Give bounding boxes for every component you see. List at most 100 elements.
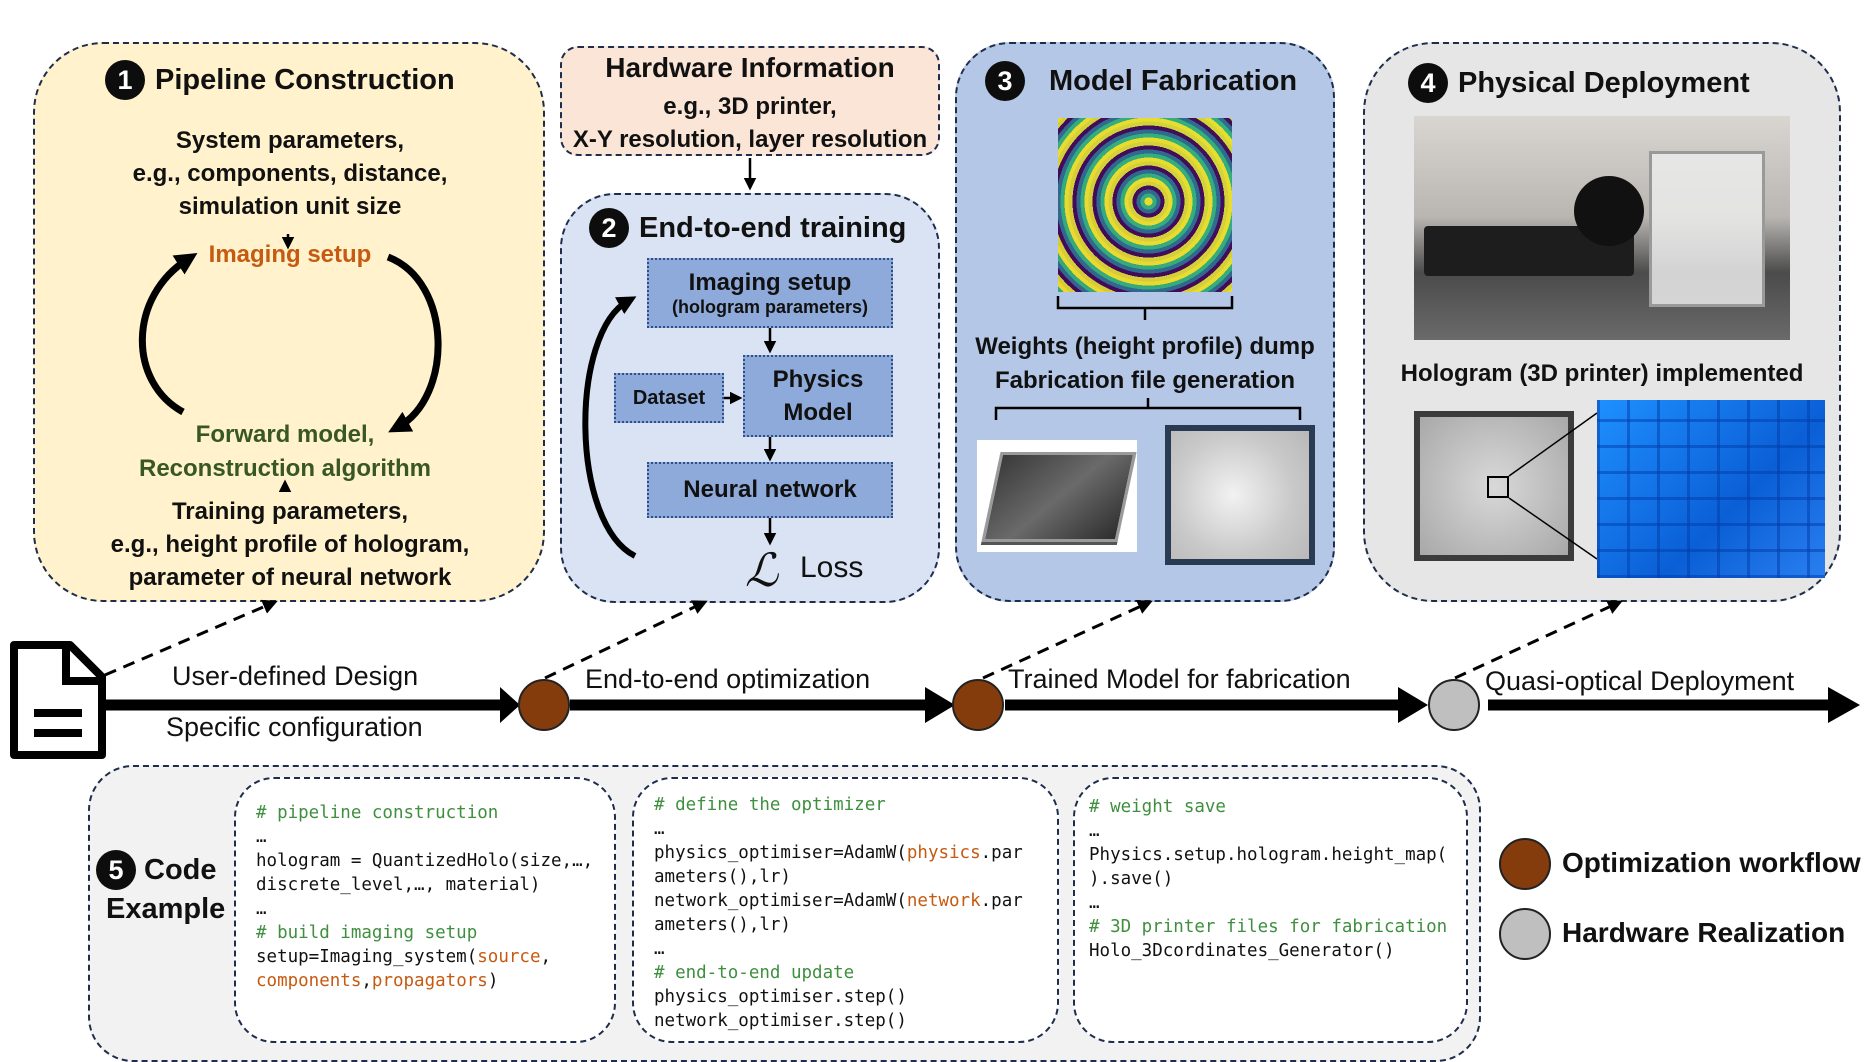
code-keyword: source — [477, 947, 541, 967]
panel2-title-text: End-to-end training — [639, 211, 907, 244]
code-keyword: network — [906, 891, 981, 911]
hologram-photo — [1414, 411, 1574, 561]
code-line: ) — [487, 971, 499, 991]
flow-arrowhead-icon — [500, 687, 520, 723]
code-line: physics_optimiser=AdamW( — [654, 843, 907, 863]
code-line: … — [1089, 893, 1100, 913]
flow-label-e2e: End-to-end optimization — [585, 664, 871, 694]
code-line: … — [256, 827, 267, 847]
sys-params-line: System parameters, — [175, 127, 405, 154]
curved-arrow-icon — [386, 253, 442, 433]
code-label-line: Example — [106, 893, 226, 925]
code-keyword: physics — [906, 843, 981, 863]
code-line: network_optimiser.step() — [654, 1011, 907, 1031]
system-parameters-text: System parameters, e.g., components, dis… — [100, 124, 480, 223]
microscope-zoom-image — [1597, 400, 1825, 578]
sys-params-line: simulation unit size — [178, 193, 402, 220]
dashed-connector — [104, 599, 278, 677]
code-block-optimizer: # define the optimizer … physics_optimis… — [632, 777, 1059, 1043]
cad-model-image — [977, 440, 1137, 552]
printed-hologram-photo — [1165, 425, 1315, 565]
code-keyword: propagators — [371, 971, 488, 991]
code-line: … — [654, 819, 665, 839]
brace-icon — [1056, 296, 1234, 320]
code-line: ).save() — [1089, 869, 1174, 889]
panel1-cycle-arrows — [138, 234, 442, 492]
flow-label-design: User-defined Design — [172, 661, 419, 691]
hardware-line: X-Y resolution, layer resolution — [572, 126, 928, 153]
code-line: … — [1089, 821, 1100, 841]
panel-pipeline-construction — [33, 42, 545, 602]
code-line: Holo_3Dcordinates_Generator() — [1089, 941, 1395, 961]
dataset-box: Dataset — [614, 373, 724, 423]
panel3-title: 3 Model Fabrication — [985, 61, 1297, 101]
code-line: … — [256, 899, 267, 919]
step-number-badge: 2 — [589, 208, 629, 248]
sys-params-line: e.g., components, distance, — [132, 160, 448, 187]
forward-model-line: Forward model, — [195, 421, 375, 448]
code-line: setup=Imaging_system( — [256, 947, 478, 967]
training-params-line: parameter of neural network — [128, 564, 452, 591]
forward-model-label: Forward model, Reconstruction algorithm — [100, 418, 470, 486]
flow-arrowhead-icon — [925, 687, 955, 723]
code-comment: # end-to-end update — [654, 963, 855, 983]
forward-model-line: Reconstruction algorithm — [138, 455, 432, 482]
code-line: network_optimiser=AdamW( — [654, 891, 907, 911]
loss-label: Loss — [800, 551, 864, 584]
flow-arrowhead-icon — [1398, 687, 1428, 723]
fabrication-caption-line: Weights (height profile) dump — [975, 333, 1315, 360]
step-number-badge: 3 — [985, 61, 1025, 101]
zoom-region-marker — [1487, 476, 1509, 498]
code-comment: # weight save — [1089, 797, 1226, 817]
code-line: , — [361, 971, 372, 991]
physics-model-line: Physics — [772, 366, 864, 393]
optimization-node — [952, 679, 1004, 731]
code-line: … — [654, 939, 665, 959]
physics-model-line: Model — [783, 399, 853, 426]
hardware-line: e.g., 3D printer, — [663, 93, 837, 120]
height-profile-image — [1058, 118, 1232, 292]
hardware-title: Hardware Information — [605, 52, 895, 83]
legend-hardware-label: Hardware Realization — [1562, 917, 1846, 948]
zoom-lines — [1508, 412, 1598, 560]
code-line: ameters(),lr) — [654, 915, 791, 935]
panel2-title: 2 End-to-end training — [589, 208, 906, 248]
legend-optimization-swatch — [1499, 838, 1551, 890]
flow-label-deploy: Quasi-optical Deployment — [1485, 666, 1795, 696]
physics-model-box: Physics Model — [743, 355, 893, 437]
dashed-connector — [544, 600, 708, 680]
neural-network-box: Neural network — [647, 462, 893, 518]
imaging-setup-box: Imaging setup (hologram parameters) — [647, 258, 893, 328]
step-number-badge: 5 — [96, 850, 136, 890]
training-params-line: e.g., height profile of hologram, — [110, 531, 470, 558]
fabrication-caption: Weights (height profile) dump Fabricatio… — [955, 330, 1335, 398]
code-line: ameters(),lr) — [654, 867, 791, 887]
code-comment: # build imaging setup — [256, 923, 478, 943]
imaging-setup-box-label: Imaging setup — [688, 268, 852, 296]
code-line: .par — [980, 843, 1023, 863]
code-block-fabrication: # weight save … Physics.setup.hologram.h… — [1073, 777, 1468, 1043]
curved-arrow-icon — [138, 252, 198, 416]
code-comment: # 3D printer files for fabrication — [1089, 917, 1448, 937]
dashed-connector — [1454, 600, 1623, 680]
document-icon — [10, 641, 106, 759]
imaging-setup-box-sub: (hologram parameters) — [671, 296, 869, 317]
legend-hardware-swatch — [1499, 908, 1551, 960]
code-line: physics_optimiser.step() — [654, 987, 907, 1007]
panel1-title-text: Pipeline Construction — [155, 63, 455, 96]
code-label-line: Code — [144, 854, 217, 886]
hardware-details: e.g., 3D printer, X-Y resolution, layer … — [560, 90, 940, 156]
hardware-information-box — [560, 46, 940, 156]
hardware-arrow — [743, 158, 757, 191]
loss-symbol: ℒ — [745, 543, 779, 597]
code-comment: # define the optimizer — [654, 795, 886, 815]
code-line: discrete_level,…, material) — [256, 875, 541, 895]
code-keyword: components — [256, 971, 362, 991]
code-block-pipeline: # pipeline construction … hologram = Qua… — [234, 777, 616, 1043]
dashed-connector — [982, 600, 1153, 680]
panel1-title: 1 Pipeline Construction — [105, 60, 455, 100]
panel3-title-text: Model Fabrication — [1049, 64, 1298, 97]
training-parameters-text: Training parameters, e.g., height profil… — [85, 495, 495, 594]
workflow-connectors — [104, 599, 1860, 723]
fabrication-caption-line: Fabrication file generation — [994, 367, 1296, 394]
